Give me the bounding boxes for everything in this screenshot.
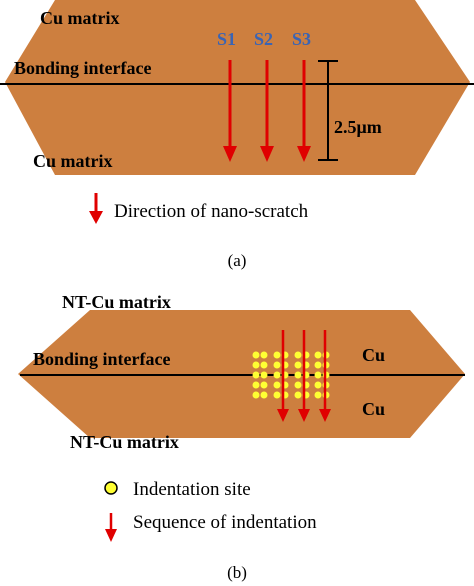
bonding-interface-label-b: Bonding interface: [33, 349, 171, 369]
caption-b: (b): [227, 563, 247, 582]
indentation-arrow-1: [277, 330, 289, 422]
bonding-interface-label-a: Bonding interface: [14, 58, 152, 78]
legend-arrow-text-b: Sequence of indentation: [133, 512, 317, 533]
dimension-label: 2.5μm: [334, 117, 382, 137]
cu-label-upper: Cu: [362, 345, 385, 365]
nt-cu-matrix-top-label: NT-Cu matrix: [62, 292, 171, 312]
cu-label-lower: Cu: [362, 399, 385, 419]
legend-arrow-icon-b: [105, 513, 117, 542]
caption-a: (a): [228, 251, 247, 270]
dimension-bracket: [318, 60, 338, 161]
nt-cu-matrix-bottom-label: NT-Cu matrix: [70, 432, 179, 452]
scratch-arrow-s1: [223, 60, 237, 162]
panel-a: Cu matrix Bonding interface Cu matrix S1…: [0, 0, 474, 270]
scratch-label-s1: S1: [217, 29, 236, 49]
legend-dot-text: Indentation site: [133, 479, 251, 500]
cu-matrix-top-label: Cu matrix: [40, 8, 120, 28]
legend-arrow-text-a: Direction of nano-scratch: [114, 201, 309, 222]
scratch-arrow-s2: [260, 60, 274, 162]
cu-matrix-bottom-label: Cu matrix: [33, 151, 113, 171]
panel-b: NT-Cu matrix Bonding interface Cu Cu NT-…: [18, 292, 465, 582]
scratch-label-s3: S3: [292, 29, 311, 49]
legend-arrow-icon-a: [89, 193, 103, 224]
copper-hexagon-a: [5, 0, 470, 175]
scratch-arrow-s3: [297, 60, 311, 162]
indentation-arrow-2: [298, 330, 310, 422]
legend-dot-icon: [104, 481, 118, 495]
scratch-label-s2: S2: [254, 29, 273, 49]
indentation-arrow-3: [319, 330, 331, 422]
